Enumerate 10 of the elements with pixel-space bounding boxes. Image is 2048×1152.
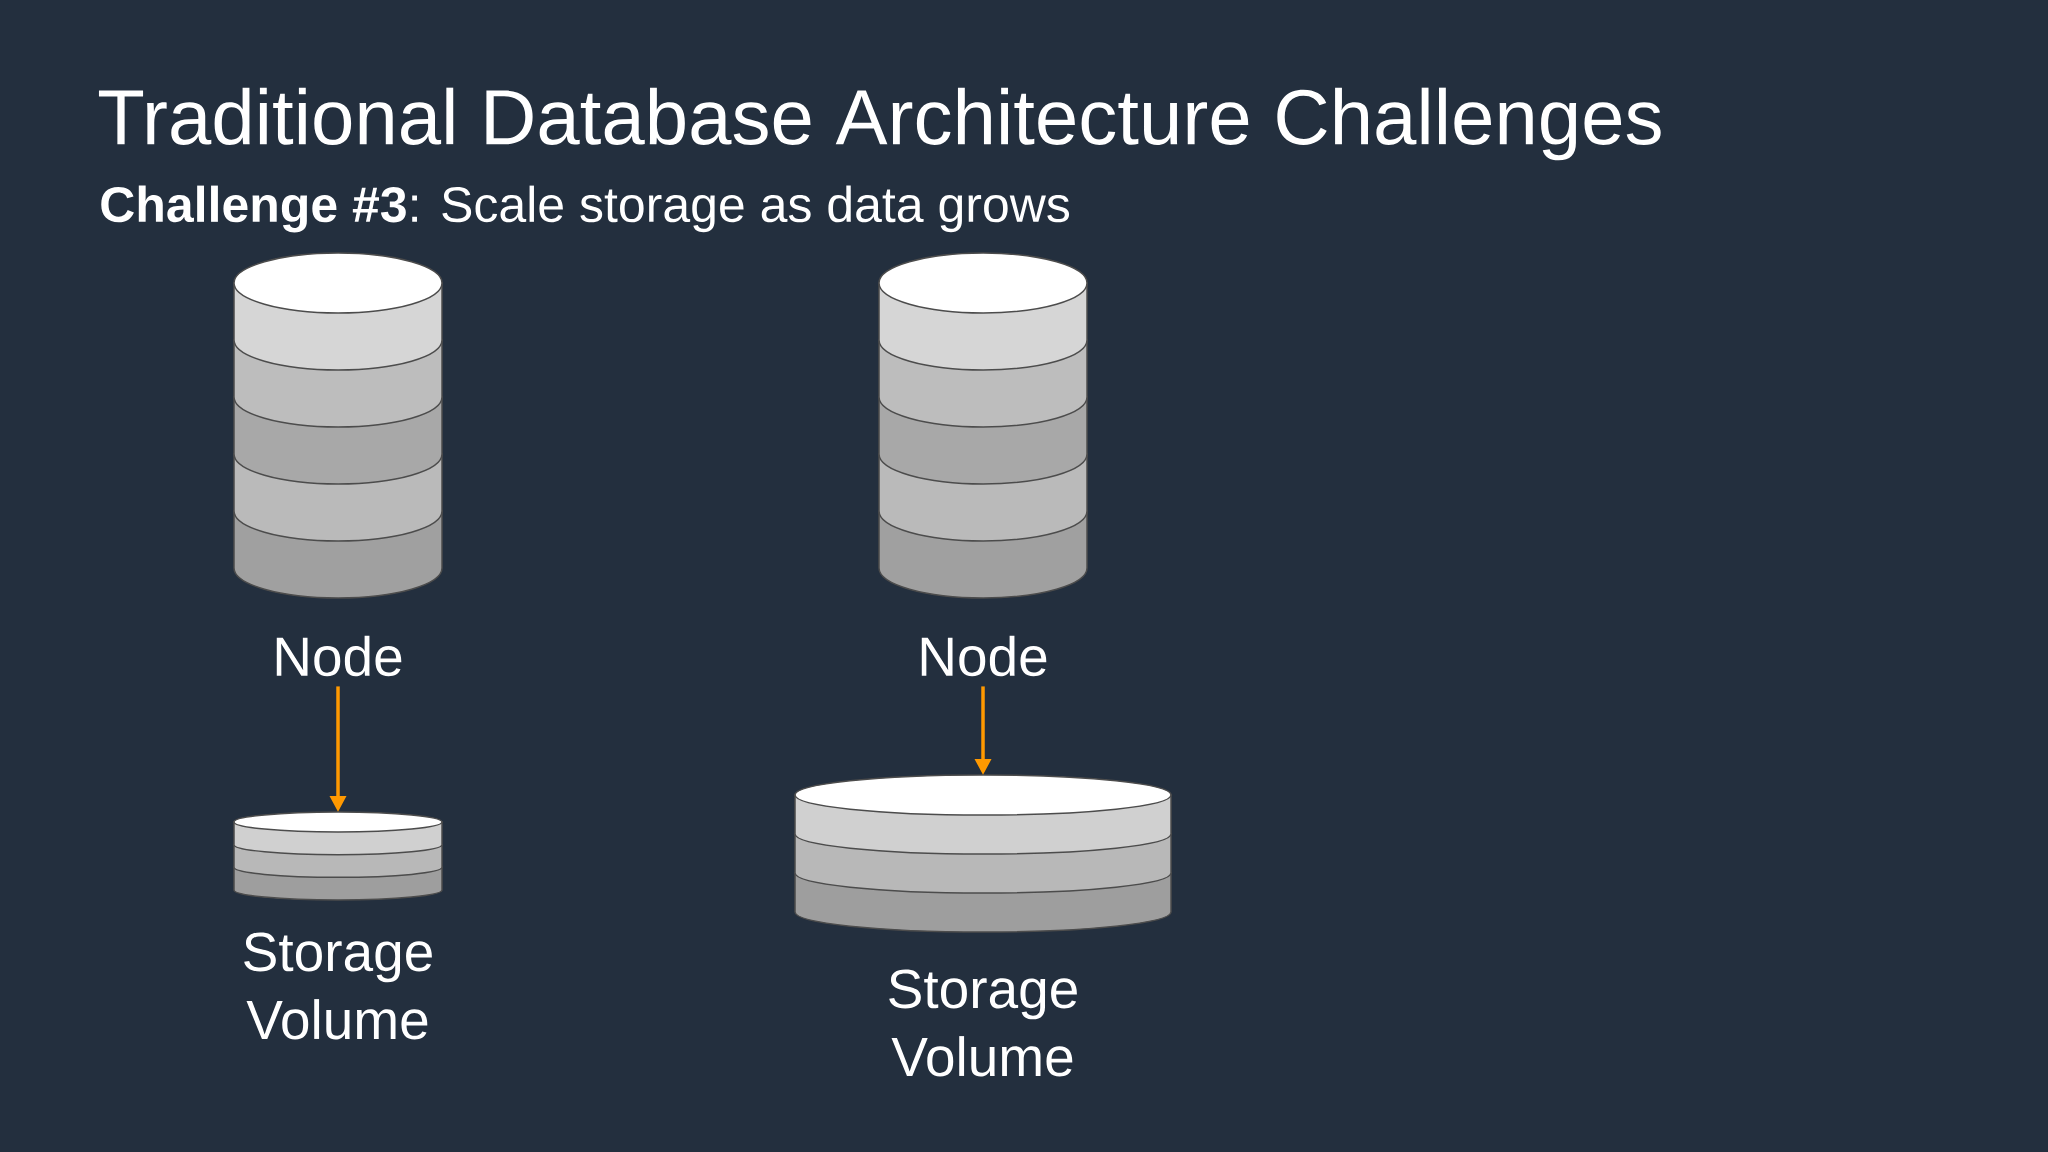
slide-title: Traditional Database Architecture Challenges <box>98 87 1661 161</box>
node-label: Storage Volume <box>889 969 1077 1077</box>
node-label: Storage Volume <box>244 932 432 1040</box>
storage-cylinder: Storage Volume <box>794 774 1172 1077</box>
node-label: Node <box>276 635 402 677</box>
storage-cylinder: Storage Volume <box>233 811 443 1040</box>
subtitle: Challenge #3: Scale storage as data grows <box>101 185 1070 233</box>
database-cylinder: Node <box>233 252 443 677</box>
database-cylinder: Node <box>878 252 1088 677</box>
node-label: Node <box>921 635 1047 677</box>
